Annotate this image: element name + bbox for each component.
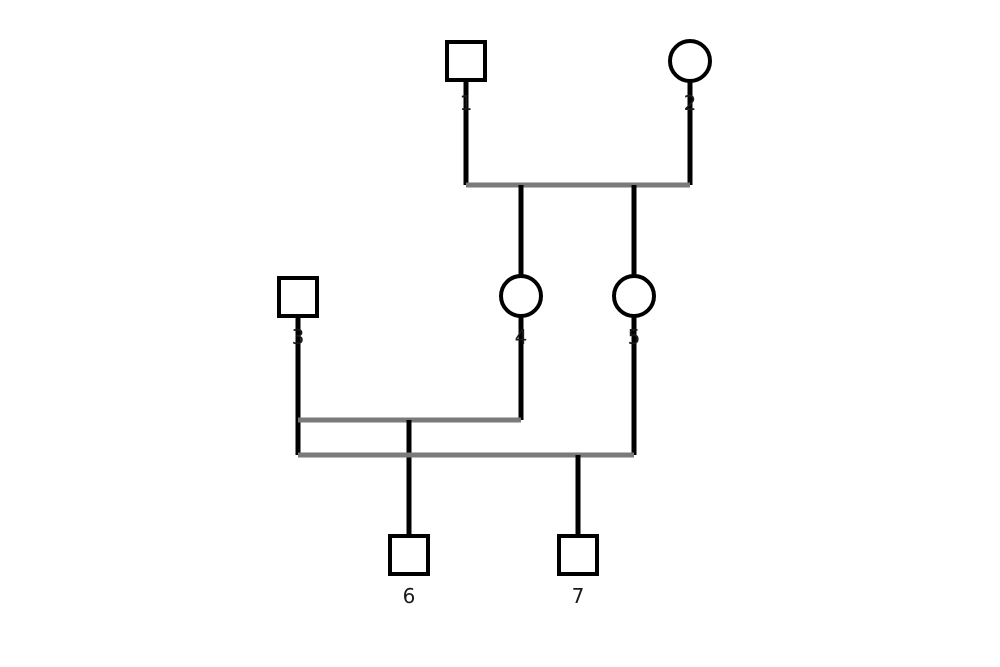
male-square-icon — [277, 276, 319, 318]
male-square-icon — [557, 534, 599, 576]
female-circle-icon — [668, 39, 712, 83]
member-5: 5 — [612, 274, 656, 349]
union-1-2 — [463, 80, 693, 276]
member-label-2: 2 — [684, 91, 697, 115]
member-label-1: 1 — [460, 91, 473, 115]
member-2: 2 — [668, 39, 712, 115]
member-label-7: 7 — [572, 584, 585, 608]
union-3-4 — [295, 317, 524, 535]
member-7: 7 — [557, 534, 599, 608]
male-square-icon — [445, 40, 487, 82]
member-6: 6 — [388, 534, 430, 608]
member-4: 4 — [499, 274, 543, 349]
member-label-6: 6 — [403, 584, 416, 608]
member-label-4: 4 — [515, 325, 528, 349]
member-label-5: 5 — [628, 325, 641, 349]
female-circle-icon — [612, 274, 656, 318]
member-1: 1 — [445, 40, 487, 115]
member-label-3: 3 — [292, 325, 305, 349]
member-3: 3 — [277, 276, 319, 349]
female-circle-icon — [499, 274, 543, 318]
male-square-icon — [388, 534, 430, 576]
union-3-5 — [298, 317, 637, 535]
